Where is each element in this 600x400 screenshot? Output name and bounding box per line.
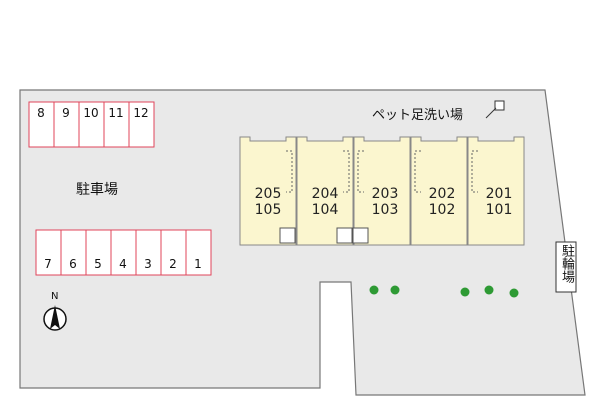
parking-slot-label: 8: [37, 106, 45, 120]
parking-slot-label: 6: [69, 257, 77, 271]
parking-slot-label: 10: [83, 106, 99, 120]
unit-205-105: [239, 136, 297, 246]
north-arrow-icon: [43, 305, 67, 331]
tree: [369, 285, 379, 295]
unit-204-104: [296, 136, 354, 246]
trees: [369, 285, 519, 298]
unit-number-upper: 205: [254, 186, 282, 202]
parking-slot-7: [35, 229, 62, 276]
tree: [460, 287, 470, 297]
parking-slot-11: [103, 101, 130, 148]
unit-number-lower: 105: [254, 202, 282, 218]
unit-number-lower: 102: [428, 202, 456, 218]
parking-slot-3: [135, 229, 162, 276]
entrance-box: [279, 227, 296, 244]
parking-row-bottom: [35, 229, 212, 276]
parking-slot-label: 2: [169, 257, 177, 271]
parking-slot-label: 11: [108, 106, 124, 120]
unit-201-101: [467, 136, 525, 246]
pet-footwash-label: ペット足洗い場: [372, 108, 464, 123]
unit-number-lower: 103: [371, 202, 399, 218]
pet-footwash-marker: [494, 100, 505, 111]
parking-slot-6: [60, 229, 87, 276]
tree: [484, 285, 494, 295]
bicycle-parking-box: [555, 241, 577, 293]
parking-slot-label: 9: [62, 106, 70, 120]
unit-number-upper: 202: [428, 186, 456, 202]
parking-slot-label: 12: [133, 106, 149, 120]
unit-202-102: [410, 136, 468, 246]
unit-number-lower: 104: [311, 202, 339, 218]
tree: [390, 285, 400, 295]
entrance-box: [336, 227, 353, 244]
unit-203-103: [353, 136, 411, 246]
parking-slot-12: [128, 101, 155, 148]
north-label: N: [51, 291, 59, 302]
parking-slot-label: 5: [94, 257, 102, 271]
parking-slot-label: 1: [194, 257, 202, 271]
entrance-box: [352, 227, 369, 244]
parking-label: 駐車場: [76, 182, 118, 198]
unit-number-upper: 204: [311, 186, 339, 202]
unit-number-upper: 201: [485, 186, 513, 202]
building: [239, 136, 525, 246]
tree: [509, 288, 519, 298]
parking-slot-label: 7: [44, 257, 52, 271]
unit-number-lower: 101: [485, 202, 513, 218]
parking-slot-label: 3: [144, 257, 152, 271]
parking-row-top: [28, 101, 155, 148]
pet-footwash-leader: [485, 107, 497, 119]
parking-slot-1: [185, 229, 212, 276]
bicycle-parking-label: 駐輪場: [559, 244, 574, 283]
unit-number-upper: 203: [371, 186, 399, 202]
parking-slot-9: [53, 101, 80, 148]
parking-slot-10: [78, 101, 105, 148]
parking-slot-label: 4: [119, 257, 127, 271]
